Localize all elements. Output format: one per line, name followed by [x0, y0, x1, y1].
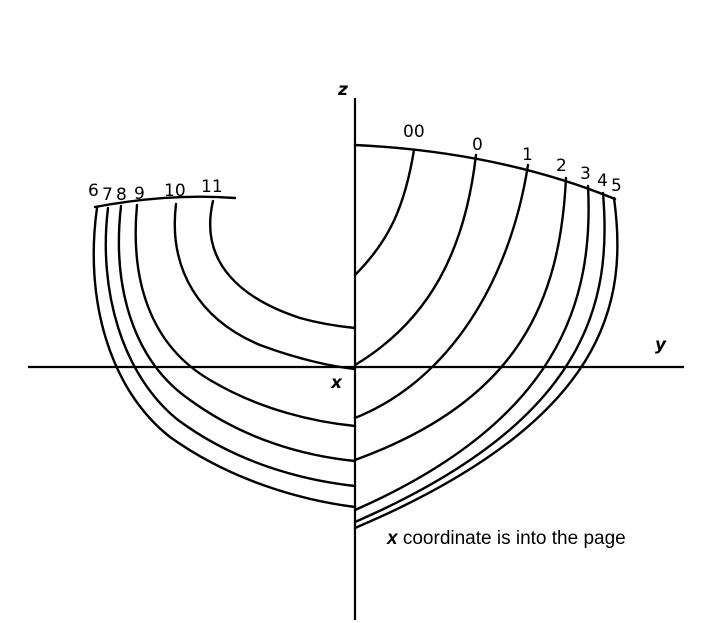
aft-stations — [92, 199, 357, 509]
caption-coordinate: x — [387, 528, 398, 549]
station-label-0: 0 — [472, 135, 483, 155]
forward-station-labels: 00 0 1 2 3 4 5 — [403, 122, 622, 196]
station-11-curve — [209, 199, 357, 330]
caption-text: coordinate is into the page — [402, 528, 626, 549]
station-4-curve — [353, 191, 606, 524]
station-3-curve — [353, 184, 590, 512]
station-6-curve — [92, 206, 357, 509]
z-axis-label: z — [337, 80, 348, 100]
station-label-5: 5 — [611, 176, 622, 196]
station-label-6: 6 — [88, 181, 99, 201]
station-1-curve — [353, 163, 530, 420]
station-9-curve — [134, 203, 357, 428]
station-label-2: 2 — [556, 156, 567, 176]
station-label-4: 4 — [597, 171, 608, 191]
station-10-curve — [173, 202, 357, 371]
station-5-curve — [353, 196, 619, 530]
deck-line-forward — [353, 143, 617, 201]
deck-line-aft — [93, 195, 237, 209]
station-8-curve — [117, 204, 357, 463]
station-0-curve — [353, 153, 478, 367]
forward-stations — [353, 148, 619, 530]
station-label-3: 3 — [580, 164, 591, 184]
station-label-9: 9 — [134, 184, 145, 204]
station-label-11: 11 — [201, 177, 223, 197]
station-00-curve — [353, 148, 416, 277]
station-label-00: 00 — [403, 122, 425, 142]
x-axis-label: x — [330, 373, 343, 393]
caption: x coordinate is into the page — [387, 528, 626, 550]
station-label-10: 10 — [164, 181, 186, 201]
y-axis-label: y — [655, 335, 667, 355]
station-7-curve — [104, 206, 357, 488]
station-label-8: 8 — [116, 185, 127, 205]
station-2-curve — [353, 176, 568, 462]
station-label-7: 7 — [102, 185, 113, 205]
station-label-1: 1 — [522, 145, 533, 165]
aft-station-labels: 6 7 8 9 10 11 — [88, 177, 223, 205]
